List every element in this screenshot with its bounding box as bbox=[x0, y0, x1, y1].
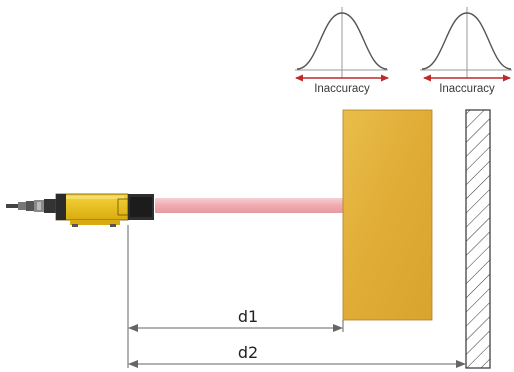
hatched-wall bbox=[465, 109, 491, 369]
laser-sensor-icon bbox=[6, 193, 154, 227]
d2-label: d2 bbox=[238, 343, 258, 362]
laser-beam bbox=[155, 198, 343, 213]
inaccuracy-label-2: Inaccuracy bbox=[439, 83, 495, 95]
gaussian-curve-1 bbox=[295, 7, 388, 78]
gaussian-curve-2 bbox=[420, 7, 512, 78]
inaccuracy-label-1: Inaccuracy bbox=[314, 83, 370, 95]
target-block bbox=[342, 109, 433, 321]
inaccuracy-arrow-1: Inaccuracy bbox=[295, 74, 389, 95]
dimension-d1: d1 bbox=[128, 307, 343, 332]
dimension-d2: d2 bbox=[128, 343, 466, 368]
d1-label: d1 bbox=[238, 307, 258, 326]
inaccuracy-arrow-2: Inaccuracy bbox=[423, 74, 511, 95]
